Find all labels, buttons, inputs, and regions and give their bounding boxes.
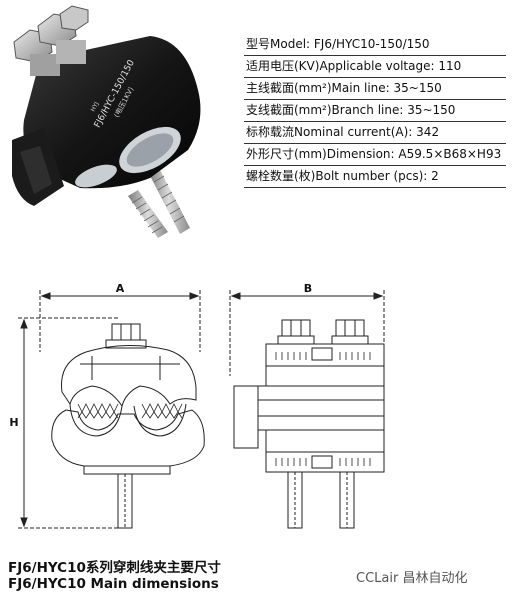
front-view-drawing: [18, 290, 205, 529]
side-view-drawing: [229, 290, 385, 529]
spec-branch-line: 支线截面(mm²)Branch line: 35~150: [244, 100, 506, 122]
caption: FJ6/HYC10系列穿刺线夹主要尺寸 FJ6/HYC10 Main dimen…: [8, 560, 221, 592]
spec-bolt-number: 螺栓数量(枚)Bolt number (pcs): 2: [244, 166, 506, 188]
dimension-b-label: B: [304, 282, 312, 295]
dimension-drawings: A B H: [9, 282, 385, 529]
spec-voltage: 适用电压(KV)Applicable voltage: 110: [244, 56, 506, 78]
spec-current: 标称载流Nominal current(A): 342: [244, 122, 506, 144]
branch-stud: [128, 166, 190, 238]
spec-list: 型号Model: FJ6/HYC10-150/150 适用电压(KV)Appli…: [244, 34, 506, 188]
caption-line-en: FJ6/HYC10 Main dimensions: [8, 576, 219, 592]
bolt-nut: [13, 5, 89, 76]
spec-dimension: 外形尺寸(mm)Dimension: A59.5×B68×H93: [244, 144, 506, 166]
caption-line-cn: FJ6/HYC10系列穿刺线夹主要尺寸: [8, 560, 221, 576]
spec-main-line: 主线截面(mm²)Main line: 35~150: [244, 78, 506, 100]
dimension-h-label: H: [9, 416, 18, 429]
dimension-a-label: A: [116, 282, 125, 295]
brand-label: CCLair 昌林自动化: [356, 571, 468, 586]
marking-brand: HYJ: [90, 101, 101, 113]
product-photo: HYJ FJ6/HYC-150/150 (电压1KV): [12, 5, 201, 238]
spec-model: 型号Model: FJ6/HYC10-150/150: [244, 34, 506, 56]
clamp-body: [12, 36, 201, 206]
